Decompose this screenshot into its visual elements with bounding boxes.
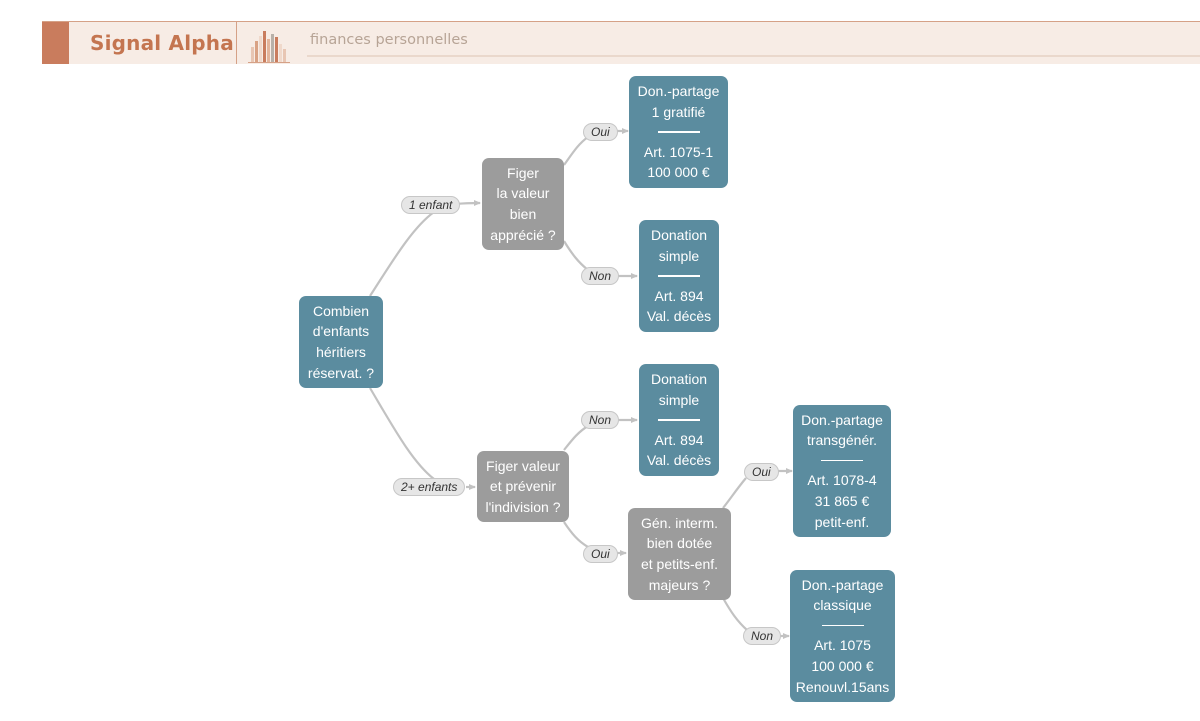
node-line: bien [509, 206, 537, 222]
node-line: Art. 894 [654, 287, 704, 304]
node-line: d'enfants [312, 323, 370, 340]
node-line: 31 865 € [814, 493, 870, 510]
edge-q-one-to-oui [563, 136, 589, 166]
edge-q-gen-to-oui [722, 477, 747, 509]
node-line: Don.-partage [801, 411, 883, 428]
node-line: Don.-partage [637, 83, 720, 100]
node-line: l'indivision ? [485, 498, 561, 515]
edge-label-two-plus-no: Non [581, 411, 620, 429]
node-result-one-child-no[interactable]: Donation simple Art. 894 Val. décès [639, 220, 719, 332]
node-line: Art. 1078-4 [807, 472, 877, 489]
node-result-one-child-yes[interactable]: Don.-partage 1 gratifié Art. 1075-1 100 … [629, 76, 728, 188]
banner-divider [236, 22, 237, 64]
edge-label-one-child: 1 enfant [401, 196, 461, 214]
node-line: Art. 894 [654, 431, 704, 448]
node-separator [821, 459, 863, 462]
node-line: Val. décès [646, 308, 712, 325]
node-line: 100 000 € [647, 164, 710, 181]
edge-label-two-plus: 2+ enfants [393, 478, 466, 496]
node-line: la valeur [496, 185, 550, 202]
edge-label-two-plus-yes: Oui [583, 545, 618, 563]
node-line: Don.-partage [801, 576, 884, 593]
edge-q-two-to-non [563, 425, 589, 451]
node-line: simple [658, 391, 700, 408]
node-line: bien dotée [646, 535, 713, 552]
tagline: finances personnelles [310, 32, 468, 48]
node-line: transgénér. [806, 432, 878, 449]
node-result-generation-no[interactable]: Don.-partage classique Art. 1075 100 000… [790, 570, 895, 702]
node-root-question[interactable]: Combien d'enfants héritiers réservat. ? [299, 296, 383, 388]
edge-q-gen-to-non [722, 597, 748, 631]
header-banner: Signal Alpha finances personnelles [42, 21, 1200, 64]
node-line: petit-enf. [814, 513, 870, 530]
node-separator [658, 419, 700, 421]
node-separator [821, 624, 864, 627]
edge-label-one-child-yes: Oui [583, 123, 618, 141]
node-line: majeurs ? [648, 576, 711, 593]
edge-root-to-one-child [369, 211, 435, 297]
edge-label-generation-yes: Oui [744, 463, 779, 481]
node-line: Donation [650, 371, 708, 388]
node-line: simple [658, 247, 700, 264]
node-question-two-plus[interactable]: Figer valeur et prévenir l'indivision ? [477, 451, 569, 522]
brand-name[interactable]: Signal Alpha [90, 31, 234, 55]
node-result-generation-yes[interactable]: Don.-partage transgénér. Art. 1078-4 31 … [793, 405, 891, 537]
node-line: héritiers [316, 344, 366, 360]
node-separator [658, 275, 700, 277]
node-line: classique [813, 597, 872, 614]
edge-q-one-to-non [563, 240, 589, 271]
node-line: Art. 1075-1 [643, 143, 714, 160]
edge-q-two-to-oui [563, 521, 589, 548]
node-question-intermediate-generation[interactable]: Gén. interm. bien dotée et petits-enf. m… [628, 508, 731, 600]
node-line: Renouvl.15ans [795, 678, 890, 695]
node-separator [657, 131, 700, 133]
node-line: réservat. ? [307, 364, 375, 381]
node-line: Donation [650, 227, 708, 244]
node-line: Val. décès [646, 452, 712, 469]
node-line: apprécié ? [490, 226, 556, 243]
node-line: 100 000 € [811, 658, 874, 675]
edge-root-to-two-plus [369, 387, 435, 480]
node-line: Art. 1075 [814, 637, 871, 654]
node-line: 1 gratifié [651, 103, 706, 120]
node-line: Gén. interm. [640, 514, 719, 531]
tagline-underline [307, 55, 1200, 57]
node-line: et prévenir [489, 478, 557, 495]
node-result-two-plus-no[interactable]: Donation simple Art. 894 Val. décès [639, 364, 719, 476]
edge-label-generation-no: Non [743, 627, 782, 645]
node-line: et petits-enf. [640, 556, 719, 572]
banner-accent-block [42, 22, 69, 64]
bar-chart-logo-icon [248, 31, 290, 63]
edge-label-one-child-no: Non [581, 267, 620, 285]
node-line: Figer [507, 164, 539, 181]
node-line: Figer valeur [486, 457, 560, 474]
node-line: Combien [312, 302, 370, 319]
node-question-one-child[interactable]: Figer la valeur bien apprécié ? [482, 158, 564, 250]
